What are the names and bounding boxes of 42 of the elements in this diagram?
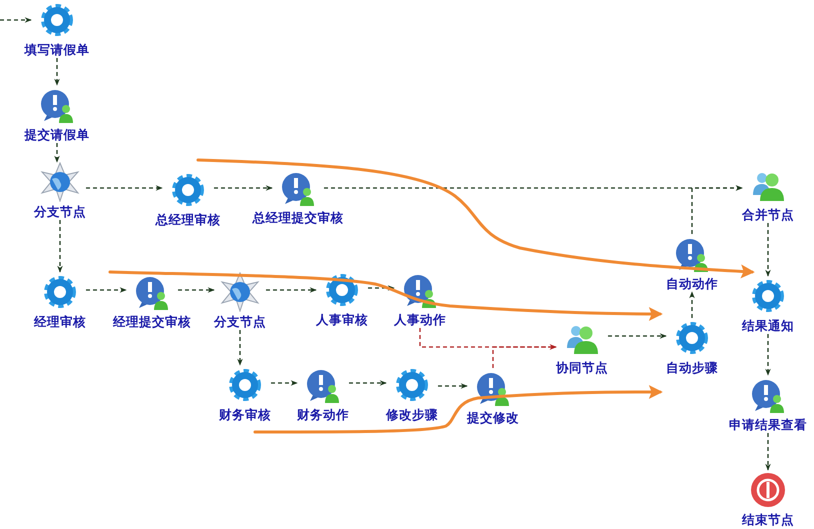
arrow <box>0 17 32 23</box>
node-label: 填写请假单 <box>24 42 90 58</box>
arrow <box>57 220 63 273</box>
arrow <box>271 380 298 386</box>
arrow <box>765 433 771 471</box>
node-label: 总经理审核 <box>156 212 220 228</box>
arrow <box>368 285 395 291</box>
node-label: 协同节点 <box>556 360 608 376</box>
node-label: 经理审核 <box>34 314 86 330</box>
arrow <box>691 185 743 234</box>
node-label: 自动动作 <box>666 276 718 292</box>
arrow <box>765 223 771 277</box>
node-label: 分支节点 <box>34 204 86 220</box>
arrow <box>237 330 243 366</box>
arrow <box>86 287 127 293</box>
arrow <box>54 143 60 163</box>
node-label: 结束节点 <box>742 512 794 528</box>
arrow <box>86 185 163 191</box>
node-label: 经理提交审核 <box>113 314 191 330</box>
node-label: 分支节点 <box>214 314 266 330</box>
arrow <box>608 333 667 339</box>
node-label: 总经理提交审核 <box>252 210 344 226</box>
node-label: 财务审核 <box>219 407 271 423</box>
node-label: 人事审核 <box>316 312 368 328</box>
node-label: 结果通知 <box>742 318 794 334</box>
arrow <box>178 287 215 293</box>
node-label: 修改步骤 <box>386 407 438 423</box>
node-label: 人事动作 <box>394 312 446 328</box>
node-label: 提交修改 <box>467 410 519 426</box>
node-label: 财务动作 <box>297 407 349 423</box>
node-label: 合并节点 <box>742 207 794 223</box>
arrow <box>689 291 695 318</box>
arrow <box>266 287 317 293</box>
arrow <box>765 334 771 376</box>
arrow <box>492 344 557 368</box>
arrow <box>438 383 468 389</box>
node-label: 自动步骤 <box>666 360 718 376</box>
arrow <box>349 380 387 386</box>
node-label: 提交请假单 <box>24 127 90 143</box>
arrow <box>214 185 273 191</box>
arrow <box>54 58 60 86</box>
node-label: 申请结果查看 <box>729 417 807 433</box>
